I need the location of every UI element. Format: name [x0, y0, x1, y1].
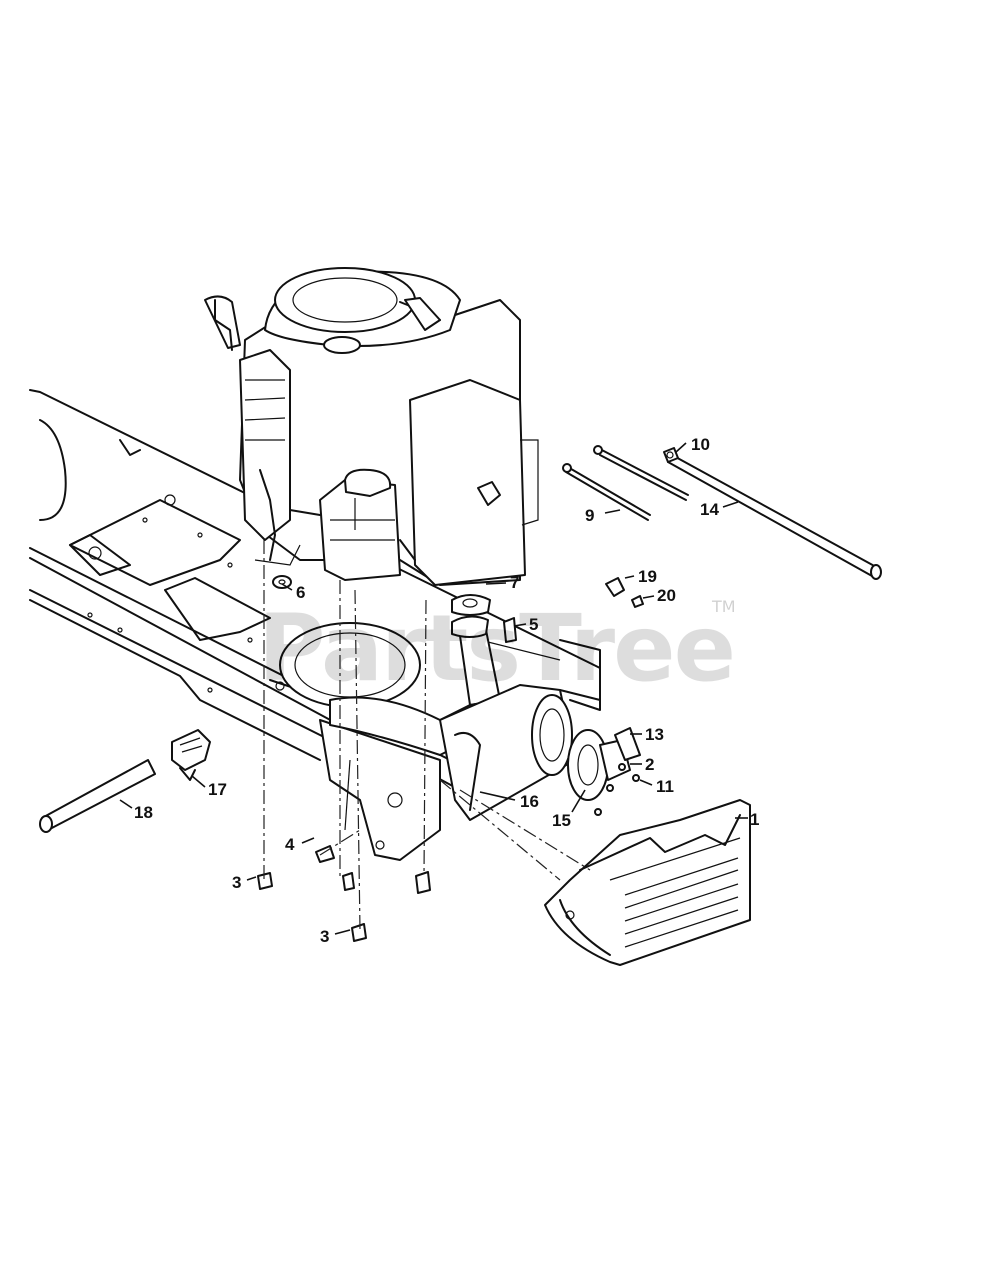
callout-19[interactable]: 19: [638, 567, 657, 586]
engine: [204, 267, 539, 586]
rods: [562, 445, 882, 580]
callout-5[interactable]: 5: [529, 615, 538, 634]
chassis-frame: [29, 389, 601, 861]
callout-16[interactable]: 16: [520, 792, 539, 811]
callout-11[interactable]: 11: [656, 777, 674, 796]
muffler-guard: [544, 799, 751, 966]
watermark-trademark: TM: [711, 597, 736, 616]
callout-9[interactable]: 9: [585, 506, 594, 525]
grille-slots: [624, 857, 739, 948]
callout-1[interactable]: 1: [750, 810, 759, 829]
leader-lines: [119, 442, 748, 935]
callout-2[interactable]: 2: [645, 755, 654, 774]
callout-15[interactable]: 15: [552, 811, 571, 830]
callout-4[interactable]: 4: [285, 835, 295, 854]
hardware: [39, 575, 644, 942]
callout-18[interactable]: 18: [134, 803, 153, 822]
callout-7[interactable]: 7: [510, 573, 519, 592]
callout-3a[interactable]: 3: [232, 873, 241, 892]
callout-6[interactable]: 6: [296, 583, 305, 602]
watermark-text: PartsTree: [258, 595, 734, 702]
callout-20[interactable]: 20: [657, 586, 676, 605]
callout-14[interactable]: 14: [700, 500, 719, 519]
callout-17[interactable]: 17: [208, 780, 227, 799]
callouts: 10 9 14 6 7 19 20 5 13 2 11 17 16 15 1 1…: [134, 435, 759, 946]
callout-3b[interactable]: 3: [320, 927, 329, 946]
muffler-assembly: [329, 594, 641, 821]
callout-10[interactable]: 10: [691, 435, 710, 454]
alignment-lines: [263, 540, 591, 931]
callout-13[interactable]: 13: [645, 725, 664, 744]
